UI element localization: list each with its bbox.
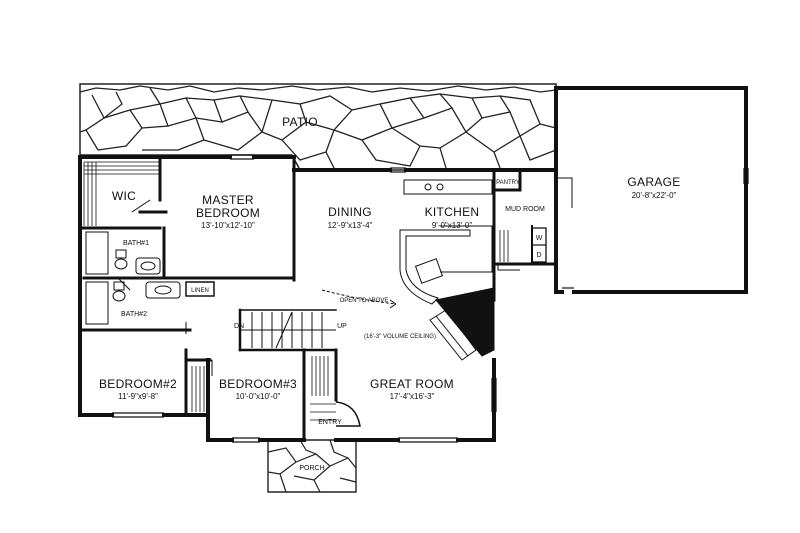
- bath2-label: BATH#2: [121, 311, 147, 318]
- patio-label: PATIO: [282, 115, 318, 129]
- fixtures: [83, 154, 749, 443]
- entry-label: ENTRY: [318, 419, 342, 426]
- dining-dimensions: 12'-9"x13'-4": [328, 221, 373, 230]
- master-bedroom-dimensions: 13'-10"x12'-10": [201, 221, 255, 230]
- bedroom3-dimensions: 10'-0"x10'-0": [236, 392, 281, 401]
- porch-label: PORCH: [299, 465, 324, 472]
- bath1-label: BATH#1: [123, 240, 149, 247]
- volume-ceiling-note: (16'-3" VOLUME CEILING): [364, 334, 436, 340]
- mudroom-label: MUD ROOM: [505, 206, 545, 213]
- porch-flagstone: [267, 439, 357, 493]
- great-room-dimensions: 17'-4"x16'-3": [390, 392, 435, 401]
- open-to-above-note: OPEN TO ABOVE: [340, 298, 389, 304]
- room-labels: PATIO GARAGE 20'-8"x22'-0" WIC MASTER BE…: [99, 115, 680, 472]
- dining-label: DINING: [328, 205, 372, 219]
- washer-label: W: [536, 235, 543, 242]
- stair-up-label: UP: [337, 323, 347, 330]
- bedroom3-label: BEDROOM#3: [219, 377, 297, 391]
- kitchen-dimensions: 9'-0"x13'-0": [432, 221, 472, 230]
- master-bedroom-label-1: MASTER: [202, 193, 254, 207]
- stair-down-label: DN: [234, 323, 244, 330]
- master-bedroom-label-2: BEDROOM: [196, 206, 260, 220]
- linen-label: LINEN: [191, 288, 209, 294]
- patio-flagstone: [79, 83, 557, 171]
- garage-label: GARAGE: [627, 175, 680, 189]
- walls: [78, 86, 748, 442]
- garage-dimensions: 20'-8"x22'-0": [632, 191, 677, 200]
- bedroom2-label: BEDROOM#2: [99, 377, 177, 391]
- pantry-label: PANTRY: [496, 180, 520, 186]
- kitchen-label: KITCHEN: [425, 205, 480, 219]
- bedroom2-dimensions: 11'-9"x9'-8": [118, 392, 158, 401]
- wic-label: WIC: [112, 189, 136, 203]
- great-room-label: GREAT ROOM: [370, 377, 454, 391]
- dryer-label: D: [536, 252, 541, 259]
